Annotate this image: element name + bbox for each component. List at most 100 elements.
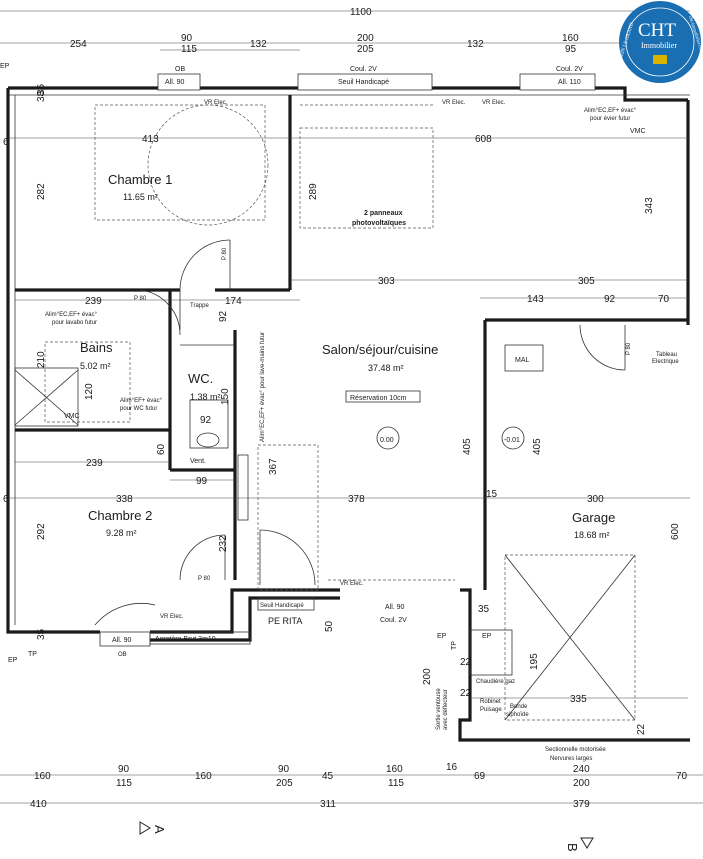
dim-99: 99 (196, 476, 208, 487)
dim-405a: 405 (462, 438, 473, 455)
room-salon-name: Salon/séjour/cuisine (322, 342, 438, 357)
dim-413: 413 (142, 134, 159, 145)
seuil-bottom: Seuil Handicapé (260, 603, 304, 609)
room-bains-name: Bains (80, 340, 113, 355)
p80-b: P 80 (134, 296, 147, 302)
tp-left: TP (28, 651, 37, 658)
section-markers: A B (139, 821, 594, 852)
level-2: -0.01 (504, 437, 520, 444)
dim-92a: 92 (604, 294, 616, 305)
panneaux-label-2: photovoltaïques (352, 220, 406, 227)
alim-lav-2: pour lavabo futur (52, 320, 97, 326)
axis-b-label: B (565, 843, 580, 852)
dim-bottom-160a: 160 (34, 771, 51, 782)
dim-36: 36 (36, 83, 47, 95)
dim-300: 300 (587, 494, 604, 505)
dim-bottom-205: 205 (276, 778, 293, 789)
room-wc-area: 1.38 m² (190, 392, 221, 402)
bonde-1: Bonde (510, 704, 528, 710)
room-chambre2-name: Chambre 2 (88, 508, 152, 523)
alim-wc-2: pour WC futur (120, 406, 157, 412)
dim-22c: 22 (636, 723, 647, 735)
dim-bottom-90a: 90 (118, 764, 130, 775)
chaudiere-label: Chaudière gaz (476, 679, 515, 685)
dim-bottom-90b: 90 (278, 764, 290, 775)
dim-195: 195 (529, 653, 540, 670)
ep-mid-2: EP (482, 633, 492, 640)
sortie-1: Sortie ventouse (436, 688, 442, 730)
tableau-label-1: Tableau (656, 352, 677, 358)
dim-200: 200 (422, 668, 433, 685)
dim-150: 150 (220, 388, 231, 405)
dim-35a: 35 (478, 604, 490, 615)
dim-bottom-200: 200 (573, 778, 590, 789)
top-all90: All. 90 (165, 79, 185, 86)
dim-600: 600 (670, 523, 681, 540)
interior-dimensions: 413 608 282 289 343 36 303 305 239 174 1… (3, 83, 690, 735)
sectionnelle-2: Nervures larges (550, 756, 592, 762)
dim-92c: 92 (200, 415, 212, 426)
reservation-label: Réservation 10cm (350, 395, 407, 402)
dim-174: 174 (225, 296, 242, 307)
vr-elec-top-2: VR Elec. (442, 100, 466, 106)
vr-elec-top-1: VR Elec. (204, 100, 228, 106)
dim-292: 292 (36, 523, 47, 540)
room-chambre1-area: 11.65 m² (123, 192, 158, 202)
dim-top-200: 200 (357, 33, 374, 44)
room-garage-name: Garage (572, 510, 615, 525)
dim-bottom-160b: 160 (195, 771, 212, 782)
dim-35b: 35 (36, 628, 47, 640)
dim-239b: 239 (86, 458, 103, 469)
alim-lavemains: Alim°EC,EF+ évac° pour lave-mains futur (260, 332, 266, 442)
vr-elec-top-3: VR Elec. (482, 100, 506, 106)
dim-305: 305 (578, 276, 595, 287)
dim-bottom-410: 410 (30, 799, 47, 810)
all90-c: All. 90 (112, 637, 132, 644)
ep-mid-1: EP (437, 633, 447, 640)
fixtures (14, 104, 636, 721)
vmc-label-2: VMC (64, 413, 80, 420)
annotations: 2 panneaux photovoltaïques Réservation 1… (0, 63, 679, 762)
dim-top-160: 160 (562, 33, 579, 44)
alim-top-2: pour évier futur (590, 116, 630, 122)
coul2v-bottom: Coul. 2V (380, 617, 407, 624)
dim-303: 303 (378, 276, 395, 287)
vr-elec-bottom-1: VR Elec. (340, 581, 364, 587)
dim-bottom-16: 16 (446, 762, 458, 773)
dim-6a: 6 (3, 137, 9, 148)
p80-c: P 80 (198, 576, 211, 582)
panneaux-label-1: 2 panneaux (364, 210, 403, 217)
logo-brand: CHT (638, 20, 676, 41)
cht-logo: CHT Immobilier PLEIN LE GRAND cht-immobi… (618, 1, 703, 83)
vmc-label-1: VMC (630, 128, 646, 135)
logo-subtitle: Immobilier (641, 41, 677, 50)
dim-22b: 22 (460, 688, 472, 699)
bonde-2: siphoïde (506, 712, 529, 718)
robinet-1: Robinet (480, 699, 501, 705)
dim-bottom-115b: 115 (388, 778, 404, 789)
dim-bottom-160c: 160 (386, 764, 403, 775)
tp-mid: TP (451, 641, 458, 650)
dim-70a: 70 (658, 294, 670, 305)
dim-343: 343 (644, 197, 655, 214)
acrotere-label: Acrotère Brut 3m10 (155, 636, 216, 643)
dim-top-132b: 132 (467, 39, 484, 50)
axis-a-label: A (152, 825, 167, 834)
dim-38: 38 (36, 90, 47, 102)
dim-top-132a: 132 (250, 39, 267, 50)
pe-rita-label: PE RITA (268, 616, 302, 626)
top-dimensions: 1100 254 90 115 132 200 205 132 160 95 (0, 7, 690, 55)
mal-label: MAL (515, 357, 530, 364)
dim-bottom-240: 240 (573, 764, 590, 775)
dim-bottom-70: 70 (676, 771, 688, 782)
room-chambre1-name: Chambre 1 (108, 172, 172, 187)
room-labels: Chambre 1 11.65 m² Salon/séjour/cuisine … (80, 172, 615, 540)
dim-top-95: 95 (565, 44, 577, 55)
dim-405b: 405 (532, 438, 543, 455)
robinet-2: Puisage (480, 707, 502, 713)
dim-bottom-311: 311 (320, 799, 336, 810)
top-coul: Coul. 2V (350, 66, 377, 73)
alim-top-1: Alim°EC,EF+ évac° (584, 108, 637, 114)
dim-6b: 6 (3, 494, 9, 505)
dim-top-205: 205 (357, 44, 374, 55)
